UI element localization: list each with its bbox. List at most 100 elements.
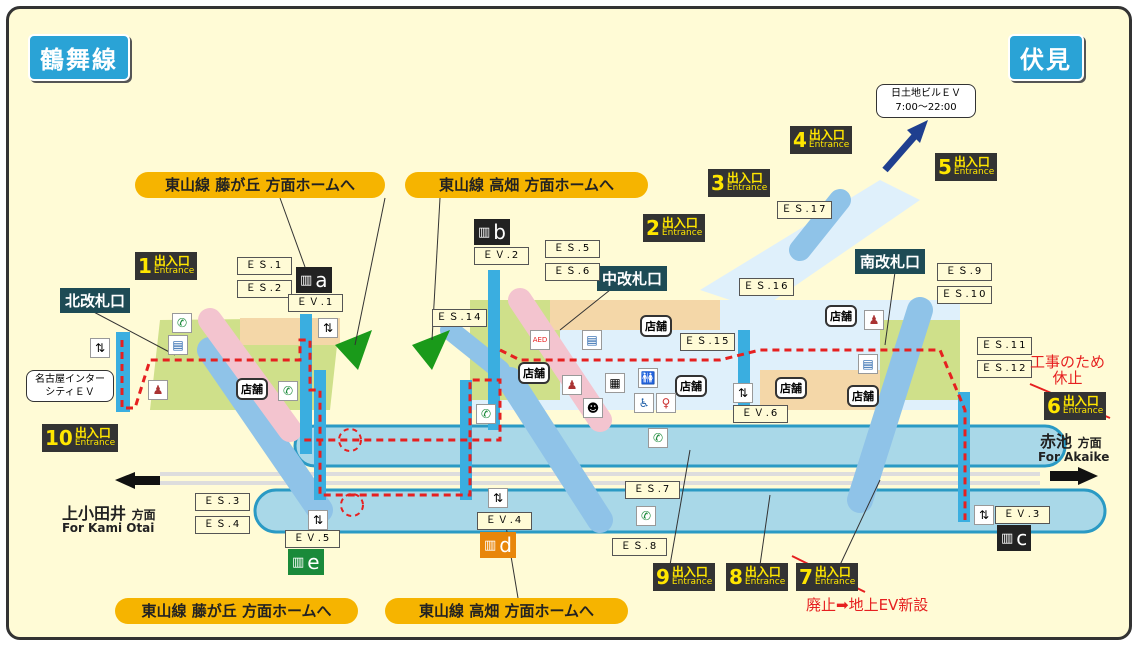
entrance-label-en: Entrance	[953, 167, 995, 177]
elevator-badge-c: ▥c	[997, 525, 1032, 551]
entrance-label-en: Entrance	[726, 183, 768, 193]
track	[160, 481, 1040, 485]
escalator-es7-8	[497, 367, 613, 533]
locker-icon: ▦	[605, 373, 625, 393]
escalator-label: ＥＳ.1	[237, 257, 292, 275]
escalator-label: ＥＳ.14	[432, 309, 487, 327]
ticket-machine-icon: ▤	[582, 330, 602, 350]
escalator-label: ＥＳ.12	[977, 360, 1032, 378]
entrance-label: 出入口	[744, 565, 781, 579]
entrance-number: 7	[799, 565, 813, 589]
info-counter-icon: ♟	[562, 375, 582, 395]
shop-label: 店舗	[775, 377, 807, 399]
center-shops	[550, 300, 720, 330]
elevator-icon: ▥	[484, 537, 497, 553]
west-direction-en: For Kami Otai	[62, 521, 155, 535]
entrance-label: 出入口	[808, 128, 845, 142]
entrance-number: 8	[729, 565, 743, 589]
elevator-label: ＥＶ.2	[474, 247, 529, 265]
entrance-number: 10	[45, 426, 73, 450]
west-direction: 上小田井 方面	[62, 500, 156, 524]
barrier-free-route	[499, 348, 967, 520]
east-direction-name: 赤池	[1040, 432, 1073, 451]
elevator-icon: ⇅	[308, 510, 328, 530]
entrance-label: 出入口	[953, 155, 990, 169]
elevator-shaft-ev1	[300, 314, 312, 454]
entrance-label: 出入口	[74, 426, 111, 440]
direction-suffix: 方面	[131, 508, 156, 522]
elevator-icon: ▥	[478, 224, 491, 240]
elevator-badge-e: ▥e	[288, 549, 324, 575]
track	[160, 472, 1040, 476]
platform-lower	[253, 488, 1107, 534]
elevator-label: ＥＶ.6	[733, 405, 788, 423]
entrance-label-en: Entrance	[153, 266, 195, 276]
escalator-label: ＥＳ.16	[739, 278, 794, 296]
entrance-label-en: Entrance	[661, 228, 703, 238]
elevator-shaft-intercity	[116, 332, 130, 412]
line-badge-fushimi: 伏見	[1008, 34, 1084, 81]
entrance-label-en: Entrance	[74, 438, 116, 448]
escalator-label: ＥＳ.15	[680, 333, 735, 351]
elevator-label: ＥＶ.3	[995, 506, 1050, 524]
escalator-es9-12	[847, 297, 933, 513]
shop-label: 店舗	[847, 385, 879, 407]
shop-label: 店舗	[236, 378, 268, 400]
badge-letter: a	[315, 268, 328, 292]
restroom-icon: 🚻	[638, 368, 658, 388]
entrance-number: 5	[938, 155, 952, 179]
elevator-shaft-ev5	[314, 370, 326, 500]
badge-letter: b	[493, 220, 506, 244]
banner-to-takabata-top: 東山線 高畑 方面ホームへ	[405, 172, 648, 198]
north-shops	[240, 318, 340, 345]
shop-label: 店舗	[518, 362, 550, 384]
phone-icon: ✆	[476, 404, 496, 424]
south-gate: 南改札口	[855, 249, 926, 274]
elevator-icon: ▥	[292, 554, 305, 570]
exit7-note: 廃止➡地上EV新設	[806, 596, 929, 614]
escalator-label: ＥＳ.9	[937, 263, 992, 281]
banner-to-fujigaoka-top: 東山線 藤が丘 方面ホームへ	[135, 172, 385, 198]
entrance-number: 4	[793, 128, 807, 152]
entrance-label: 出入口	[671, 565, 708, 579]
escalator-label: ＥＳ.4	[195, 516, 250, 534]
exit6-closed-note: 工事のため 休止	[1030, 353, 1106, 387]
info-counter-icon: ♟	[864, 310, 884, 330]
east-direction: 赤池 方面	[1040, 428, 1102, 452]
escalator-label: ＥＳ.8	[612, 538, 667, 556]
banner-to-fujigaoka-bottom: 東山線 藤が丘 方面ホームへ	[115, 598, 358, 624]
entrance-number: 6	[1047, 394, 1061, 418]
shop-label: 店舗	[825, 305, 857, 327]
escalator-label: ＥＳ.6	[545, 263, 600, 281]
transfer-marker	[338, 428, 362, 452]
entrance-number: 3	[711, 171, 725, 195]
badge-letter: e	[307, 550, 320, 574]
info-counter-icon: ♟	[148, 380, 168, 400]
up-arrow-icon	[907, 120, 928, 143]
transfer-marker	[340, 493, 364, 517]
phone-icon: ✆	[278, 381, 298, 401]
entrance-label-en: Entrance	[808, 140, 850, 150]
elevator-icon: ⇅	[488, 488, 508, 508]
barrier-free-route	[120, 338, 502, 497]
elevator-label: ＥＶ.4	[477, 512, 532, 530]
restroom-icon: ♀	[656, 393, 676, 413]
station-staff-icon: ☻	[583, 398, 603, 418]
phone-icon: ✆	[648, 428, 668, 448]
entrance-label-en: Entrance	[814, 577, 856, 587]
elevator-label: ＥＶ.5	[285, 530, 340, 548]
elevator-label: ＥＶ.1	[288, 294, 343, 312]
escalator-es1-2	[198, 308, 302, 442]
aed-label: AED	[532, 336, 548, 344]
shop-label: 店舗	[675, 375, 707, 397]
